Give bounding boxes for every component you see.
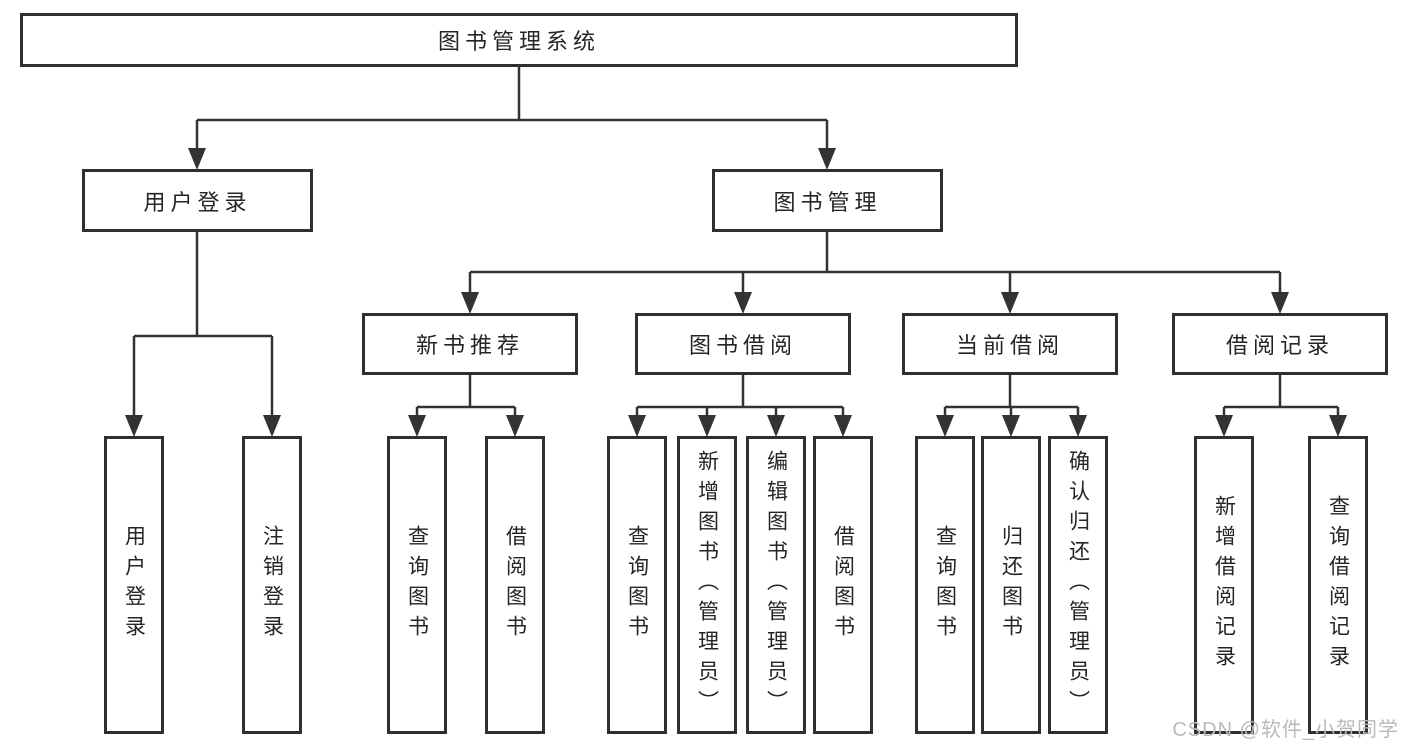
node-label: 注销登录 [260, 525, 284, 645]
leaf-confirm-return-admin: 确认归还（管理员） [1048, 436, 1108, 734]
node-user-login: 用户登录 [82, 169, 313, 232]
node-label: 借阅记录 [1225, 333, 1334, 358]
arrowhead [1002, 415, 1020, 437]
node-label: 新书推荐 [415, 333, 524, 358]
leaf-return-books: 归还图书 [981, 436, 1041, 734]
arrowhead [734, 292, 752, 314]
leaf-user-login: 用户登录 [104, 436, 164, 734]
node-label: 查询借阅记录 [1326, 495, 1350, 675]
arrowhead [461, 292, 479, 314]
arrowhead [698, 415, 716, 437]
node-current-borrowing: 当前借阅 [902, 313, 1118, 375]
node-label: 借阅图书 [831, 525, 855, 645]
leaf-query-books-recommend: 查询图书 [387, 436, 447, 734]
arrowhead [818, 148, 836, 170]
arrowhead [263, 415, 281, 437]
connector-arrowheads [125, 148, 1347, 437]
leaf-query-books-borrow: 查询图书 [607, 436, 667, 734]
node-label: 图书管理 [773, 189, 882, 215]
arrowhead [1329, 415, 1347, 437]
arrowhead [628, 415, 646, 437]
node-label: 新增借阅记录 [1212, 495, 1236, 675]
connector-lines [132, 66, 1340, 417]
node-book-borrowing: 图书借阅 [635, 313, 851, 375]
node-label: 图书管理系统 [437, 29, 600, 54]
node-library-management-system: 图书管理系统 [20, 13, 1018, 67]
csdn-watermark: CSDN @软件_小贺同学 [1172, 719, 1399, 741]
node-label: 归还图书 [999, 525, 1023, 645]
node-label: 查询图书 [933, 525, 957, 645]
arrowhead [767, 415, 785, 437]
connector-root-to-level2 [195, 66, 829, 150]
connector-book-borrow-to-leaves [635, 375, 845, 417]
connector-new-book-to-leaves [415, 375, 517, 417]
arrowhead [1069, 415, 1087, 437]
leaf-borrow-books-recommend: 借阅图书 [485, 436, 545, 734]
node-label: 用户登录 [143, 189, 252, 215]
connector-current-borrow-to-leaves [943, 375, 1080, 417]
connector-borrow-records-to-leaves [1222, 375, 1340, 417]
arrowhead [1215, 415, 1233, 437]
arrowhead [188, 148, 206, 170]
leaf-query-books-current: 查询图书 [915, 436, 975, 734]
arrowhead [1271, 292, 1289, 314]
node-label: 借阅图书 [503, 525, 527, 645]
node-label: 图书借阅 [688, 333, 797, 358]
node-label: 查询图书 [625, 525, 649, 645]
leaf-add-borrow-record: 新增借阅记录 [1194, 436, 1254, 734]
node-label: 新增图书（管理员） [695, 450, 719, 720]
node-borrowing-records: 借阅记录 [1172, 313, 1388, 375]
connector-book-mgmt-to-level3 [468, 232, 1282, 294]
node-new-book-recommendation: 新书推荐 [362, 313, 578, 375]
node-label: 用户登录 [122, 525, 146, 645]
leaf-logout: 注销登录 [242, 436, 302, 734]
connector-user-login-to-leaves [132, 232, 274, 417]
arrowhead [506, 415, 524, 437]
node-label: 确认归还（管理员） [1066, 450, 1090, 720]
arrowhead [1001, 292, 1019, 314]
arrowhead [408, 415, 426, 437]
node-label: 查询图书 [405, 525, 429, 645]
leaf-edit-books-admin: 编辑图书（管理员） [746, 436, 806, 734]
arrowhead [936, 415, 954, 437]
arrowhead [125, 415, 143, 437]
node-label: 编辑图书（管理员） [764, 450, 788, 720]
leaf-query-borrow-record: 查询借阅记录 [1308, 436, 1368, 734]
arrowhead [834, 415, 852, 437]
leaf-borrow-books: 借阅图书 [813, 436, 873, 734]
node-label: 当前借阅 [955, 333, 1064, 358]
node-book-management: 图书管理 [712, 169, 943, 232]
leaf-add-books-admin: 新增图书（管理员） [677, 436, 737, 734]
